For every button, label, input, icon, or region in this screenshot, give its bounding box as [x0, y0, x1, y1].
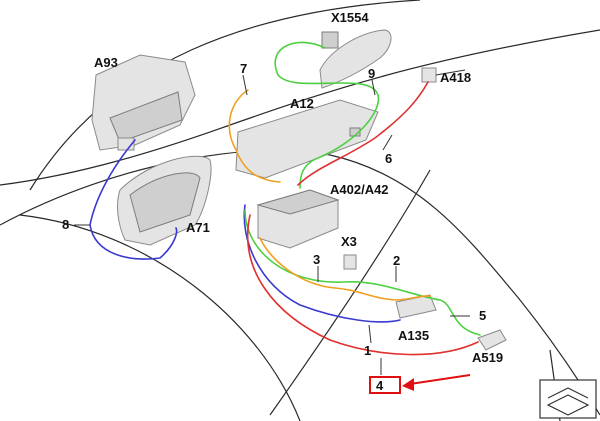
wire-7-orange — [228, 89, 431, 301]
label-7: 7 — [240, 61, 247, 76]
label-a135: A135 — [398, 328, 429, 343]
leader-lines — [74, 69, 470, 375]
wire-8-blue — [89, 139, 178, 260]
label-3: 3 — [313, 252, 320, 267]
label-4: 4 — [376, 378, 384, 393]
label-9: 9 — [368, 66, 375, 81]
label-2: 2 — [393, 253, 400, 268]
label-a12: A12 — [290, 96, 314, 111]
wire-9-green — [244, 41, 481, 336]
labels: X1554 A93 7 9 A418 A12 6 A402/A42 8 A71 … — [62, 10, 503, 393]
label-8: 8 — [62, 217, 69, 232]
wire-6-red — [246, 81, 479, 356]
label-a93: A93 — [94, 55, 118, 70]
x1554-mirror — [319, 29, 392, 89]
label-x3: X3 — [341, 234, 357, 249]
a71-cluster — [117, 155, 212, 246]
label-5: 5 — [479, 308, 486, 323]
wire-harness — [89, 41, 481, 356]
a418-connector — [421, 67, 437, 83]
label-a71: A71 — [186, 220, 210, 235]
label-a519: A519 — [472, 350, 503, 365]
folded-corner-icon — [539, 379, 597, 419]
label-a402-a42: A402/A42 — [330, 182, 389, 197]
a93-module — [91, 54, 196, 151]
highlight-arrow — [409, 374, 471, 385]
highlight-box — [369, 376, 401, 394]
label-a418: A418 — [440, 70, 471, 85]
a402-module — [256, 189, 340, 249]
label-1: 1 — [364, 343, 371, 358]
label-6: 6 — [385, 151, 392, 166]
highlight-callout — [369, 374, 471, 394]
arrow-head-icon — [402, 378, 414, 391]
a519-module — [477, 329, 507, 351]
label-x1554: X1554 — [331, 10, 369, 25]
x3-connector — [343, 254, 357, 270]
